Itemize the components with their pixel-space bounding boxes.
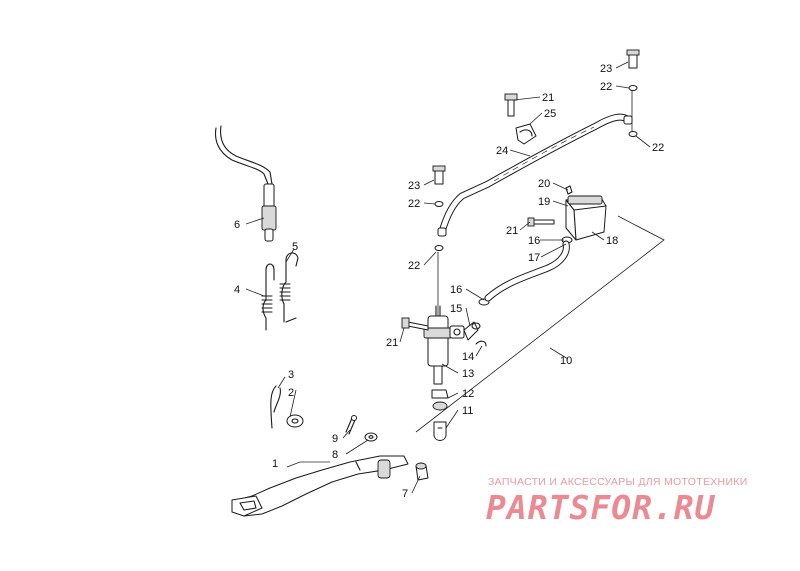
callout-22-top-right: 22: [600, 81, 612, 93]
callout-3: 3: [288, 369, 294, 381]
callout-labels: 1 2 3 4 5 6 7 8 9 10 11 12 13 14 15 16 1…: [234, 63, 664, 500]
master-cylinder-part: [423, 305, 465, 385]
springs-part: [261, 252, 299, 331]
callout-19: 19: [538, 196, 550, 208]
callout-24: 24: [496, 145, 508, 157]
callout-16-upper: 16: [528, 235, 540, 247]
callout-15: 15: [450, 303, 462, 315]
banjo-bolt-part: [432, 49, 640, 251]
assembly-bracket: [415, 215, 665, 433]
callout-23-top: 23: [600, 63, 612, 75]
leader-lines: [245, 61, 651, 494]
callout-8: 8: [332, 449, 338, 461]
callout-23-mid: 23: [408, 180, 420, 192]
line-clamp-part: [504, 93, 537, 145]
nut-part: [431, 389, 449, 411]
callout-17: 17: [528, 252, 540, 264]
callout-21-clamp: 21: [542, 92, 554, 104]
reservoir-part: [565, 185, 607, 241]
clevis-part: [433, 421, 447, 441]
callout-20: 20: [538, 178, 550, 190]
callout-4: 4: [234, 284, 240, 296]
reservoir-bolt-part: [527, 217, 555, 227]
watermark-logo: PARTSFOR.RU: [486, 488, 716, 527]
pivot-bushing-part: [415, 462, 429, 481]
clevis-pin-part: [345, 415, 357, 435]
callout-22-lower: 22: [408, 260, 420, 272]
reservoir-hose-part: [484, 240, 570, 302]
cylinder-bolt-part: [401, 317, 429, 331]
cotter-pin-part: [270, 385, 281, 429]
callout-6: 6: [234, 219, 240, 231]
brake-switch-part: [214, 125, 277, 242]
callout-22-right: 22: [652, 142, 664, 154]
brake-line-part: [437, 113, 633, 237]
callout-11: 11: [462, 405, 473, 417]
callout-12: 12: [462, 388, 474, 400]
callout-21-cylinder: 21: [386, 337, 398, 349]
watermark-tagline: ЗАПЧАСТИ И АКСЕССУАРЫ ДЛЯ МОТОТЕХНИКИ: [488, 476, 748, 488]
fitting-part: [463, 321, 487, 347]
washer-part: [286, 414, 304, 428]
pedal-washer-part: [364, 432, 378, 442]
callout-2: 2: [288, 387, 294, 399]
callout-7: 7: [402, 488, 408, 500]
callout-22-mid: 22: [408, 198, 420, 210]
callout-21-reservoir: 21: [506, 225, 518, 237]
callout-13: 13: [462, 368, 474, 380]
callout-5: 5: [292, 241, 298, 253]
callout-25: 25: [544, 108, 556, 120]
callout-16-lower: 16: [450, 284, 462, 296]
callout-9: 9: [332, 433, 338, 445]
brake-pedal-part: [231, 455, 409, 517]
callout-14: 14: [462, 351, 474, 363]
callout-18: 18: [606, 235, 618, 247]
callout-10: 10: [560, 355, 572, 367]
callout-1: 1: [272, 458, 278, 470]
